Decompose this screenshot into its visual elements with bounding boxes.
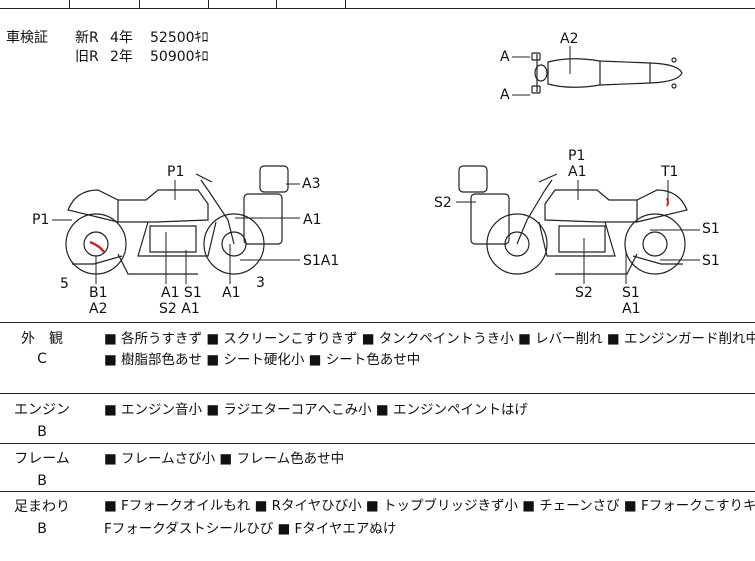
top-view-label-a2: A2 [560,31,579,47]
top-border [0,8,755,9]
left-view-leaders [52,180,300,284]
condition-grade: B [37,424,47,440]
right-view-label-s1-upper: S1 [702,221,720,237]
left-view-label-5: 5 [60,276,69,292]
left-view-label-3: 3 [256,275,265,291]
row-divider [0,443,755,444]
right-view-label-a1-bottom: A1 [622,301,641,317]
right-view-label-p1: P1 [568,148,586,164]
condition-detail-line: Fフォークダストシールひび ■ Fタイヤエアぬけ [104,521,397,537]
top-divider [208,0,209,8]
motorcycle-right-view [455,160,700,285]
condition-grade: B [37,473,47,489]
condition-category: 足まわり [14,499,70,515]
left-view-label-b1: B1 [89,285,108,301]
top-view-label-a-upper: A [500,49,510,65]
new-r-label: 新R [75,30,99,46]
right-view-leaders [456,180,700,284]
left-view-label-p1-left: P1 [32,212,50,228]
condition-detail-line: ■ エンジン音小 ■ ラジエターコアへこみ小 ■ エンジンペイントはげ [104,402,528,418]
old-price: 50900ｷﾛ [150,49,209,65]
condition-detail-line: ■ フレームさび小 ■ フレーム色あせ中 [104,451,345,467]
top-divider [345,0,346,8]
left-view-label-a1-bottom: A1 [222,285,241,301]
condition-grade: C [37,351,47,367]
top-divider [139,0,140,8]
condition-category: エンジン [14,402,70,418]
right-view-label-a1: A1 [568,164,587,180]
condition-grade: B [37,521,47,537]
left-view-label-a1-s1: A1 S1 [161,285,202,301]
old-r-label: 旧R [75,49,99,65]
condition-category: フレーム [14,451,70,467]
condition-detail-line: ■ 樹脂部色あせ ■ シート硬化小 ■ シート色あせ中 [104,352,421,368]
left-view-label-s1a1: S1A1 [303,253,340,269]
condition-detail-line: ■ 各所うすきず ■ スクリーンこすりきず ■ タンクペイントうき小 ■ レバー… [104,331,755,347]
right-view-label-s2-bottom: S2 [575,285,593,301]
new-years: 4年 [110,30,133,46]
left-view-label-s2-a1: S2 A1 [159,301,200,317]
section-divider [0,322,755,323]
inspection-label: 車検証 [6,30,48,46]
row-divider [0,491,755,492]
right-view-label-s2-left: S2 [434,195,452,211]
old-years: 2年 [110,49,133,65]
row-divider [0,393,755,394]
top-divider [69,0,70,8]
left-view-label-a3: A3 [302,176,321,192]
right-view-label-t1: T1 [661,164,679,180]
condition-category: 外 観 [21,331,63,347]
right-view-label-s1-bottom: S1 [622,285,640,301]
right-view-label-s1-lower: S1 [702,253,720,269]
top-view-label-a-lower: A [500,87,510,103]
new-price: 52500ｷﾛ [150,30,209,46]
condition-detail-line: ■ Fフォークオイルもれ ■ Rタイヤひび小 ■ トップブリッジきず小 ■ チェ… [104,498,755,514]
left-view-label-a1-right: A1 [303,212,322,228]
motorcycle-top-view [510,48,690,100]
left-view-label-a2: A2 [89,301,108,317]
top-view-leaders [512,46,571,96]
top-divider [276,0,277,8]
left-view-label-p1-top: P1 [167,164,185,180]
